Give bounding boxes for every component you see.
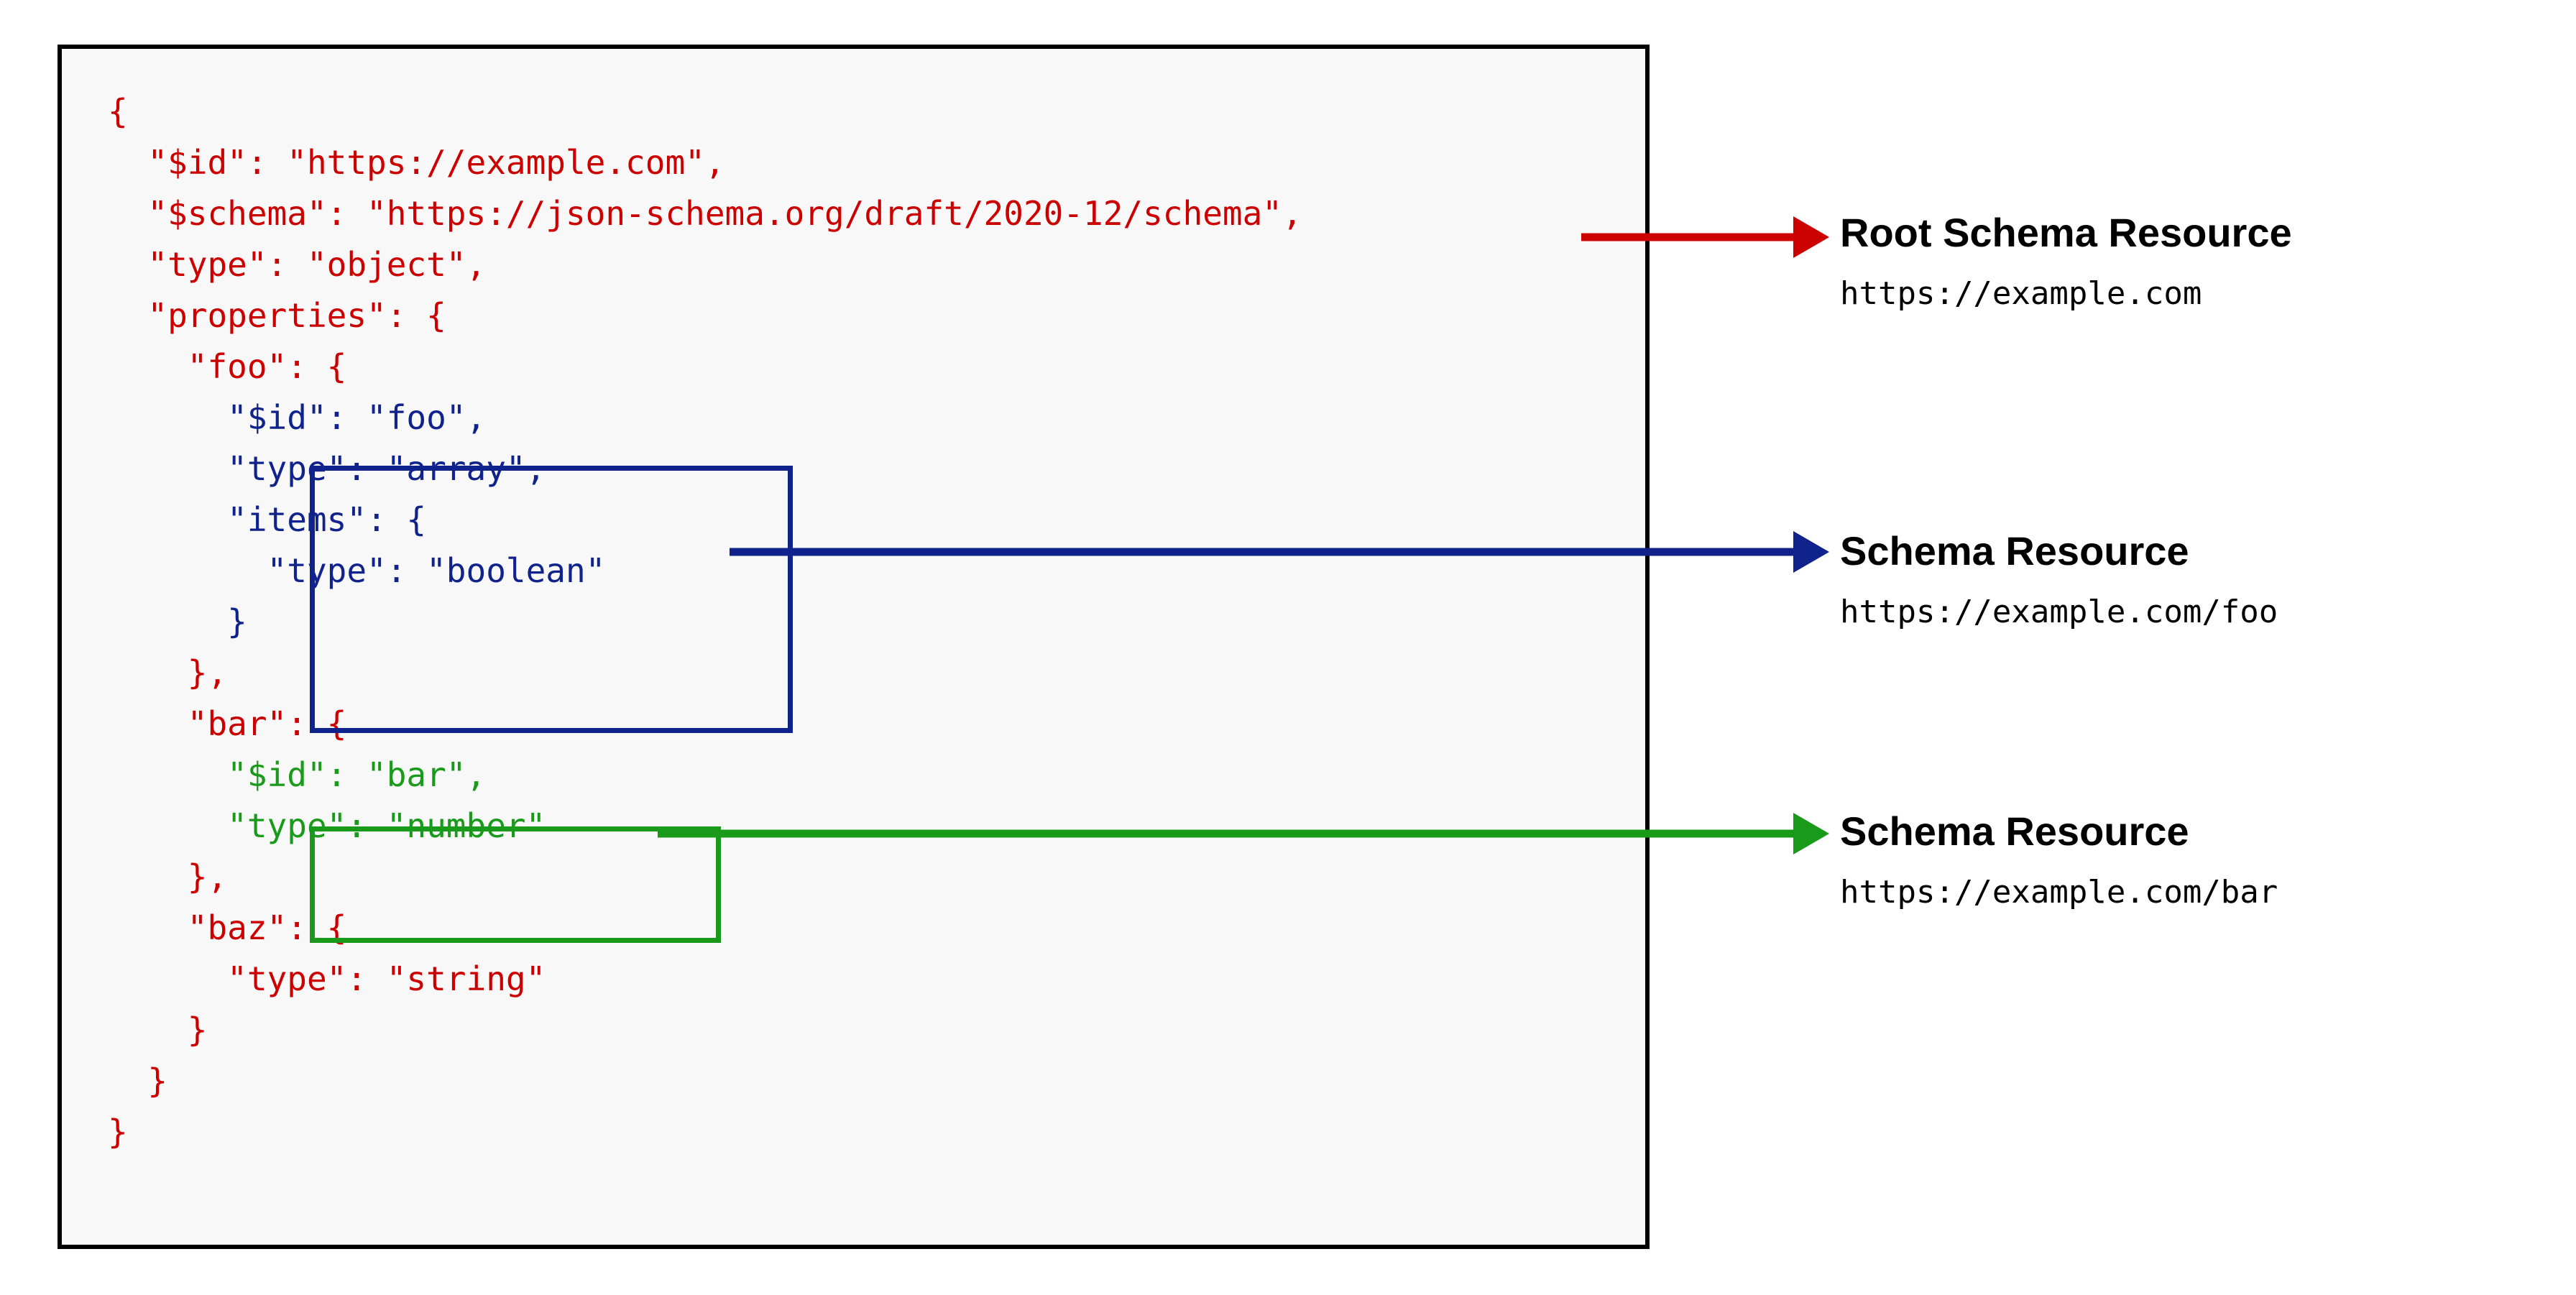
code-line: "type": "object", [108,245,487,284]
json-code-panel: { "$id": "https://example.com", "$schema… [58,45,1650,1249]
label-title: Schema Resource [1840,808,2189,854]
foo-schema-resource-label: Schema Resource https://example.com/foo [1840,528,2278,632]
label-uri: https://example.com/bar [1840,874,2278,911]
root-schema-resource-label: Root Schema Resource https://example.com [1840,210,2292,313]
code-line: } [108,1112,128,1151]
code-line: "foo": { [108,347,347,386]
code-line-foo-resource: "items": { [108,500,427,539]
code-line-foo-resource: "type": "boolean" [108,551,606,590]
arrow-shaft [658,829,1797,838]
code-line: { [108,92,128,131]
label-title: Schema Resource [1840,528,2189,573]
arrow-head [1793,813,1829,854]
code-line-bar-resource: "$id": "bar", [108,755,487,794]
code-line: }, [108,857,228,896]
code-line: } [108,1061,168,1100]
code-line: "baz": { [108,908,347,947]
code-line: "$schema": "https://json-schema.org/draf… [108,194,1302,233]
code-line-foo-resource: } [108,602,247,641]
label-uri: https://example.com/foo [1840,594,2278,630]
code-line: "type": "string" [108,959,546,998]
code-line: }, [108,653,228,692]
arrow-head [1793,216,1829,258]
code-line: } [108,1010,208,1049]
code-line-bar-resource: "type": "number" [108,806,546,845]
arrow-shaft [1581,233,1797,241]
code-line: "bar": { [108,704,347,743]
json-code-listing: { "$id": "https://example.com", "$schema… [108,86,1302,1158]
code-line: "$id": "https://example.com", [108,143,725,182]
arrow-head [1793,531,1829,573]
label-title: Root Schema Resource [1840,210,2292,255]
bar-schema-resource-label: Schema Resource https://example.com/bar [1840,808,2278,912]
code-line: "properties": { [108,296,446,335]
code-line-foo-resource: "$id": "foo", [108,398,487,437]
label-uri: https://example.com [1840,275,2202,312]
arrow-shaft [730,548,1797,556]
code-line-foo-resource: "type": "array", [108,449,546,488]
